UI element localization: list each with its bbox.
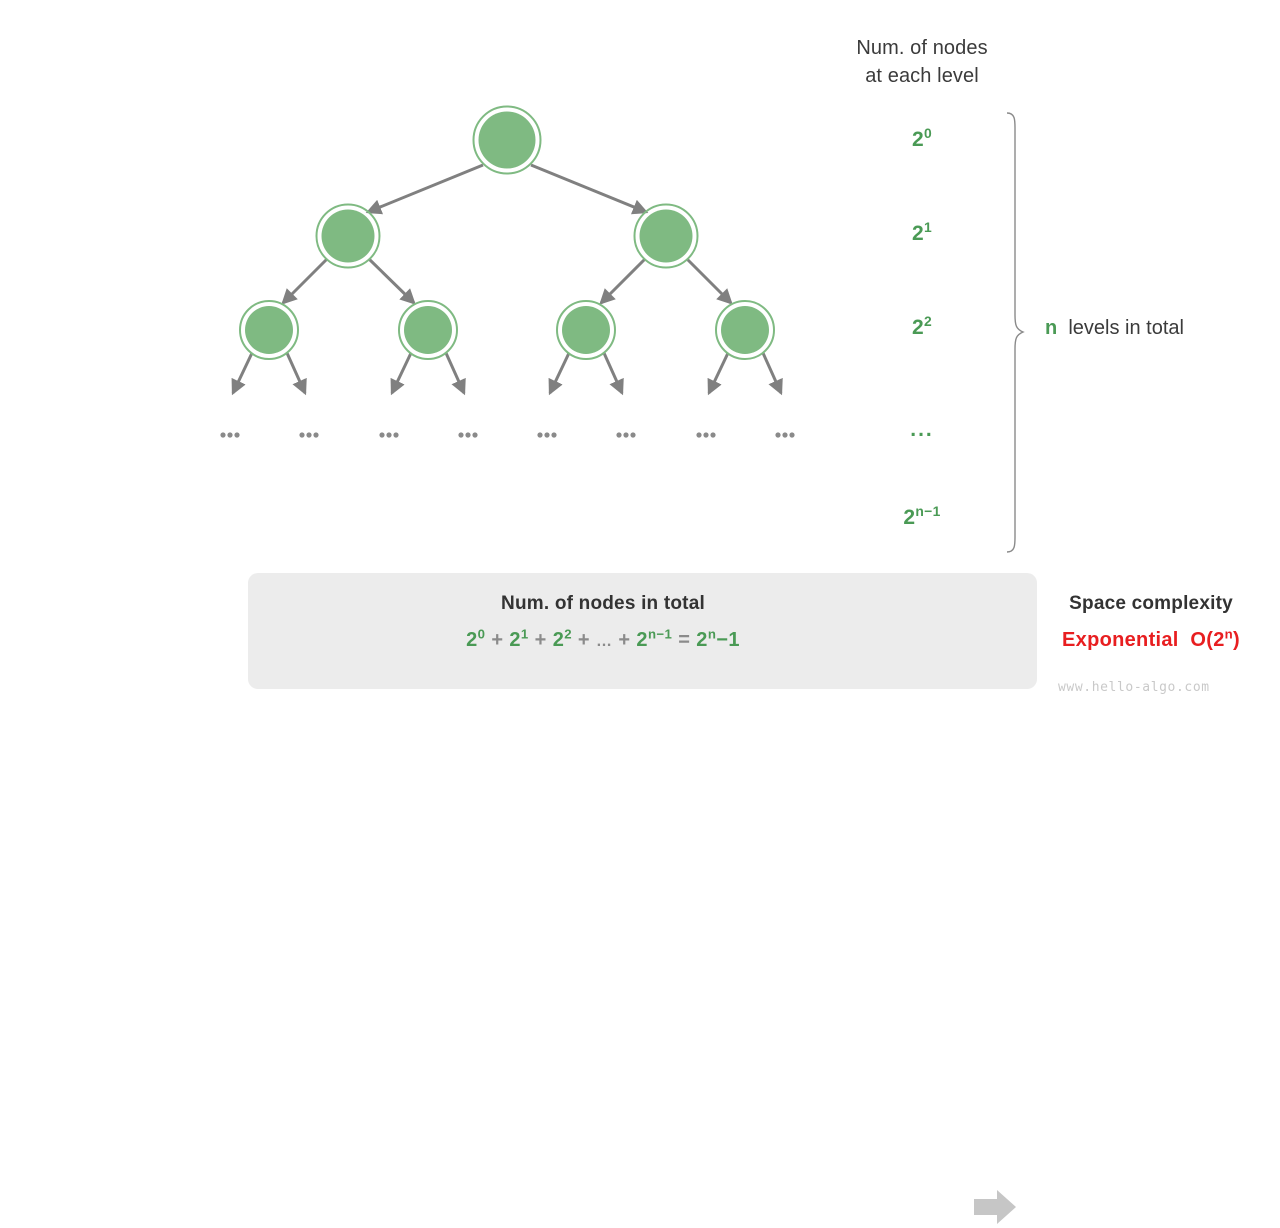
edge-l1a-left [281, 257, 329, 305]
edge-l1a-right [367, 257, 416, 305]
formula-term-2: 2 [552, 629, 565, 651]
formula-equals: = [678, 629, 691, 651]
level-label-1: 21 [852, 219, 992, 246]
tree-node-l2-2 [556, 300, 616, 360]
summary-panel: Num. of nodes in total 20 + 21 + 22 + … … [248, 573, 1240, 1224]
levels-total-variable: n [1045, 317, 1058, 339]
edge-l2a-left [231, 352, 254, 396]
complexity-label: Exponential [1062, 629, 1179, 651]
tree-node-l2-0 [239, 300, 299, 360]
summary-formula: 20 + 21 + 22 + … + 2n−1 = 2n−1 [258, 626, 948, 652]
edge-l2a-right [285, 352, 307, 396]
level-label-0-exp: 0 [923, 125, 932, 141]
formula-term-2-exp: 2 [564, 626, 572, 642]
level-label-last: 2n−1 [852, 503, 992, 530]
summary-left-title: Num. of nodes in total [501, 593, 705, 614]
summary-right-title: Space complexity [1069, 593, 1233, 614]
formula-term-1: 2 [509, 629, 521, 651]
tree-node-root [472, 105, 542, 175]
formula-plus-3: + [618, 629, 631, 651]
level-label-2-base: 2 [912, 316, 924, 339]
formula-term-4-exp: n−1 [647, 626, 673, 642]
level-label-2: 22 [852, 313, 992, 340]
tree-ellipsis [616, 432, 636, 438]
summary-right-block: Space complexity Exponential O(2n) [1016, 593, 1280, 652]
level-label-last-base: 2 [903, 506, 916, 529]
formula-term-0-exp: 0 [477, 626, 486, 642]
levels-brace [1006, 112, 1025, 553]
formula-term-1-exp: 1 [520, 626, 529, 642]
levels-total-label: n levels in total [1045, 317, 1184, 340]
level-label-ellipsis: ... [910, 418, 934, 441]
formula-term-0: 2 [466, 629, 478, 651]
watermark: www.hello-algo.com [1058, 680, 1210, 695]
formula-ellipsis: … [595, 633, 613, 650]
levels-total-text: levels in total [1068, 317, 1184, 339]
formula-term-4: 2 [636, 629, 648, 651]
edge-l2d-right [761, 352, 783, 396]
right-block-arrow-icon [974, 1190, 1016, 1224]
edge-l2b-right [444, 352, 466, 396]
edge-l2c-right [602, 352, 624, 396]
tree-ellipsis [379, 432, 399, 438]
edge-l1b-right [685, 257, 733, 305]
levels-heading-line1: Num. of nodes [856, 37, 988, 59]
formula-result-exp: n [707, 626, 717, 642]
tree-ellipsis [696, 432, 716, 438]
tree-ellipsis [537, 432, 557, 438]
tree-node-l2-1 [398, 300, 458, 360]
formula-plus-0: + [491, 629, 504, 651]
level-label-1-base: 2 [912, 222, 924, 245]
edge-l1b-left [599, 257, 647, 305]
tree-ellipsis [299, 432, 319, 438]
formula-plus-2: + [577, 629, 591, 651]
recursion-tree [220, 105, 795, 438]
levels-column-heading: Num. of nodes at each level [812, 34, 1032, 90]
edge-l2b-left [390, 352, 413, 396]
diagram-canvas: Num. of nodes at each level 20 21 22 ...… [220, 34, 1240, 1224]
level-label-0: 20 [852, 125, 992, 152]
tree-node-l1-1 [633, 203, 699, 269]
tree-ellipsis-row [220, 432, 795, 438]
level-label-0-base: 2 [912, 128, 924, 151]
edge-l2d-left [707, 352, 730, 396]
summary-left-block: Num. of nodes in total 20 + 21 + 22 + … … [258, 593, 948, 652]
complexity-exp: n [1224, 626, 1233, 642]
tree-node-l1-0 [315, 203, 381, 269]
complexity-base: 2 [1213, 629, 1225, 651]
formula-result-suffix: −1 [716, 629, 740, 651]
edge-root-right [530, 163, 649, 215]
edge-root-left [365, 163, 484, 215]
level-label-2-exp: 2 [923, 313, 932, 329]
tree-edges [231, 163, 783, 396]
level-label-last-exp: n−1 [915, 503, 941, 519]
level-label-1-exp: 1 [923, 219, 932, 235]
levels-heading-line2: at each level [865, 65, 979, 87]
edge-l2c-left [548, 352, 571, 396]
tree-ellipsis [458, 432, 478, 438]
tree-ellipsis [220, 432, 240, 438]
tree-nodes [239, 105, 775, 360]
summary-right-answer: Exponential O(2n) [1062, 626, 1240, 651]
formula-result-base: 2 [696, 629, 708, 651]
tree-node-l2-3 [715, 300, 775, 360]
formula-plus-1: + [534, 629, 547, 651]
tree-ellipsis [775, 432, 795, 438]
